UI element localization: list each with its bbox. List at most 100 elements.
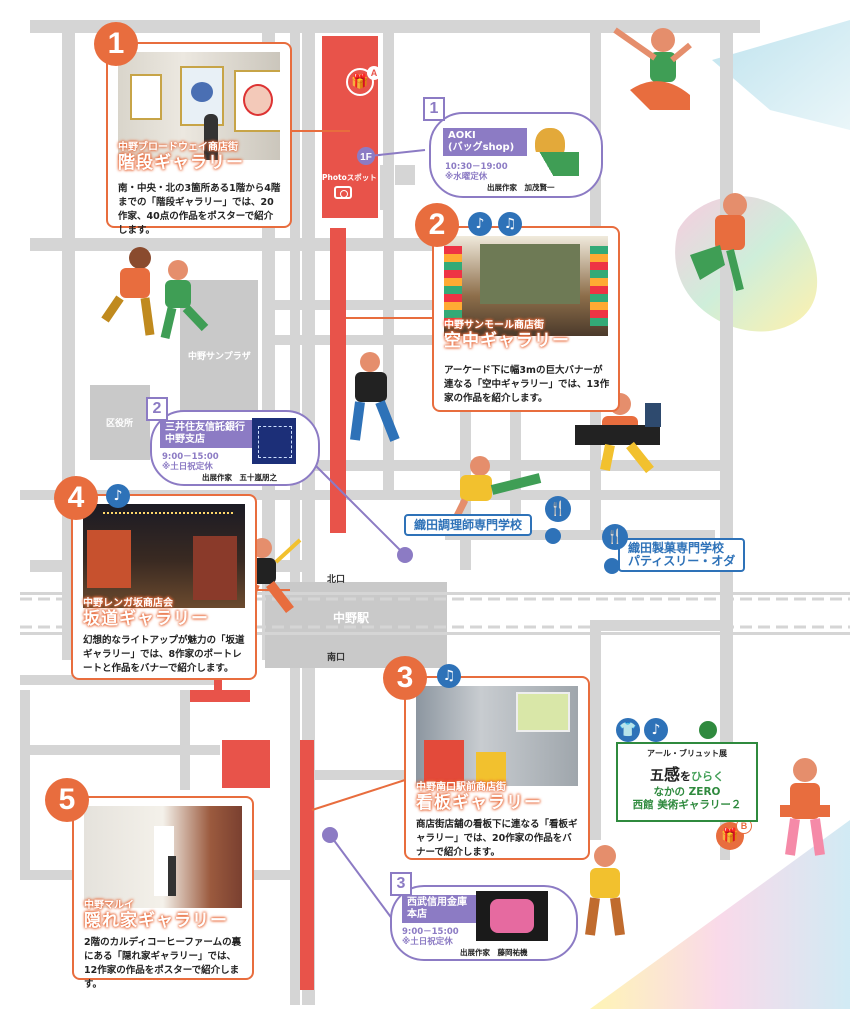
gallery-card-3[interactable]: 中野南口駅前商店街看板ギャラリー 商店街店舗の看板下に連なる「看板ギャラリー」で… xyxy=(404,676,590,860)
venue-number-1: 1 xyxy=(423,97,445,121)
venue-name: AOKI(バッグshop) xyxy=(443,128,527,156)
decor-wash-bottom-right xyxy=(590,820,850,1009)
venue-name: 三井住友信託銀行中野支店 xyxy=(160,420,254,448)
exhibition-tag: アール・ブリュット展 xyxy=(647,749,727,758)
ward-office-building xyxy=(90,385,150,460)
exhibition-logo: 五感をひらく xyxy=(649,765,724,784)
artwork-thumbnail xyxy=(476,891,548,941)
station-building xyxy=(265,582,447,668)
school-name: 織田製菓専門学校 xyxy=(628,541,725,555)
gallery-street: 中野レンガ坂商店会 xyxy=(83,598,173,609)
gallery-number-3: 3 xyxy=(383,656,427,700)
venue-2-pin xyxy=(397,547,413,563)
gift-icon: 🎁 xyxy=(351,74,369,90)
north-exit-label: 北口 xyxy=(327,575,346,585)
music-icon: ♪ xyxy=(468,212,492,236)
gift-marker-a[interactable]: 🎁 A xyxy=(346,66,381,96)
people-illustrations xyxy=(101,27,830,936)
gallery-number-5: 5 xyxy=(45,778,89,822)
music-icon: ♪ xyxy=(106,484,130,508)
venue-bubble-2[interactable]: 三井住友信託銀行中野支店 9:00－15:00※土日祝定休 出展作家 五十嵐朋之 xyxy=(150,410,320,486)
gallery-card-2[interactable]: 中野サンモール商店街空中ギャラリー アーケード下に幅3mの巨大バナーが連なる「空… xyxy=(432,226,620,412)
person-illustration xyxy=(101,247,209,340)
venue-bubble-3[interactable]: 西武信用金庫本店 9:00－15:00※土日祝定休 出展作家 藤岡祐機 xyxy=(390,885,578,961)
music-icon: ♪ xyxy=(644,718,668,742)
gallery-title: 坂道ギャラリー xyxy=(83,609,209,629)
school-label-2[interactable]: 織田製菓専門学校 パティスリー・オダ xyxy=(618,538,746,572)
exhibition-box[interactable]: アール・ブリュット展 五感をひらく なかの ZERO 西館 美術ギャラリー２ xyxy=(616,742,758,822)
gallery-description: 幻想的なライトアップが魅力の「坂道ギャラリー」では、8作家のポートレートと作品を… xyxy=(83,635,245,674)
gallery-card-5[interactable]: 中野マルイ隠れ家ギャラリー 2階のカルディコーヒーファームの裏にある「隠れ家ギャ… xyxy=(72,796,254,990)
gallery-photo xyxy=(84,806,242,908)
exhibition-venue: なかの ZERO 西館 美術ギャラリー２ xyxy=(632,786,742,811)
venue-credit: 出展作家 加茂賢一 xyxy=(487,183,555,192)
venue-number-3: 3 xyxy=(390,872,412,896)
venue-hours: 9:00－15:00※土日祝定休 xyxy=(402,927,459,947)
zero-pin xyxy=(699,721,717,739)
railway xyxy=(20,592,850,635)
gallery-description: 商店街店舗の看板下に連なる「看板ギャラリー」では、20作家の作品をバナーで紹介し… xyxy=(416,819,578,858)
gallery-card-4[interactable]: 中野レンガ坂商店会坂道ギャラリー 幻想的なライトアップが魅力の「坂道ギャラリー」… xyxy=(71,494,257,680)
shopping-streets xyxy=(190,36,378,990)
school-1-pin xyxy=(545,528,561,544)
school-name: 織田調理師専門学校 xyxy=(414,518,523,532)
venue-hours: 10:30－19:00※水曜定休 xyxy=(445,162,508,182)
person-illustration xyxy=(690,193,747,291)
venue-number-2: 2 xyxy=(146,397,168,421)
photo-spot-label: Photoスポット xyxy=(322,173,377,182)
school-2-pin xyxy=(604,558,620,574)
music-icon: ♫ xyxy=(437,664,461,688)
gallery-photo xyxy=(83,504,245,608)
gift-icon: 🎁 xyxy=(721,828,739,844)
gallery-number-1: 1 xyxy=(94,22,138,66)
decor-blob-right xyxy=(675,196,818,332)
floor-pin xyxy=(357,147,375,165)
person-illustration xyxy=(613,27,692,110)
artwork-thumbnail xyxy=(527,122,579,178)
person-illustration xyxy=(350,352,400,442)
gallery-photo xyxy=(416,686,578,786)
decor-wash-top-right xyxy=(712,20,850,130)
gift-marker-b[interactable]: 🎁 B xyxy=(716,818,752,850)
music-icon: ♫ xyxy=(498,212,522,236)
gallery-description: アーケード下に幅3mの巨大バナーが連なる「空中ギャラリー」では、13作家の作品を… xyxy=(444,365,610,404)
gallery-number-4: 4 xyxy=(54,476,98,520)
gallery-number-2: 2 xyxy=(415,203,459,247)
person-illustration xyxy=(780,758,830,856)
restaurant-icon: 🍴 xyxy=(602,524,628,550)
gallery-street: 中野マルイ xyxy=(84,900,134,911)
gallery-title: 空中ギャラリー xyxy=(444,331,570,351)
gallery-street: 中野南口駅前商店街 xyxy=(416,782,506,793)
gallery-title: 隠れ家ギャラリー xyxy=(84,911,228,931)
gallery-description: 南・中央・北の3箇所ある1階から4階までの「階段ギャラリー」では、20作家、40… xyxy=(118,183,281,236)
gallery-title: 階段ギャラリー xyxy=(118,153,244,173)
venue-hours: 9:00－15:00※土日祝定休 xyxy=(162,452,219,472)
school-name-sub: パティスリー・オダ xyxy=(628,554,736,568)
school-label-1[interactable]: 織田調理師専門学校 xyxy=(404,514,533,536)
gallery-street: 中野サンモール商店街 xyxy=(444,320,544,331)
gallery-card-1[interactable]: 中野ブロードウェイ商店街階段ギャラリー 南・中央・北の3箇所ある1階から4階まで… xyxy=(106,42,292,236)
person-illustration xyxy=(585,845,625,936)
sunplaza-label: 中野サンプラザ xyxy=(188,352,251,362)
gallery-photo xyxy=(118,52,280,160)
ward-office-label: 区役所 xyxy=(106,419,134,429)
gallery-title: 看板ギャラリー xyxy=(416,793,542,813)
camera-icon xyxy=(334,186,352,199)
venue-bubble-1[interactable]: AOKI(バッグshop) 10:30－19:00※水曜定休 出展作家 加茂賢一 xyxy=(429,112,603,198)
south-exit-label: 南口 xyxy=(327,653,346,663)
venue-3-pin xyxy=(322,827,338,843)
person-illustration xyxy=(575,393,661,474)
artwork-thumbnail xyxy=(252,418,296,464)
gallery-street: 中野ブロードウェイ商店街 xyxy=(118,142,238,153)
person-illustration xyxy=(451,456,542,522)
gallery-photo xyxy=(444,236,608,336)
venue-name: 西武信用金庫本店 xyxy=(402,895,482,923)
gift-marker-a-letter: A xyxy=(367,66,381,80)
venue-credit: 出展作家 五十嵐朋之 xyxy=(202,473,277,482)
shirt-icon: 👕 xyxy=(616,718,640,742)
floor-pin-label: 1F xyxy=(360,152,372,163)
gallery-description: 2階のカルディコーヒーファームの裏にある「隠れ家ギャラリー」では、12作家の作品… xyxy=(84,937,242,990)
restaurant-icon: 🍴 xyxy=(545,496,571,522)
venue-credit: 出展作家 藤岡祐機 xyxy=(460,948,528,957)
